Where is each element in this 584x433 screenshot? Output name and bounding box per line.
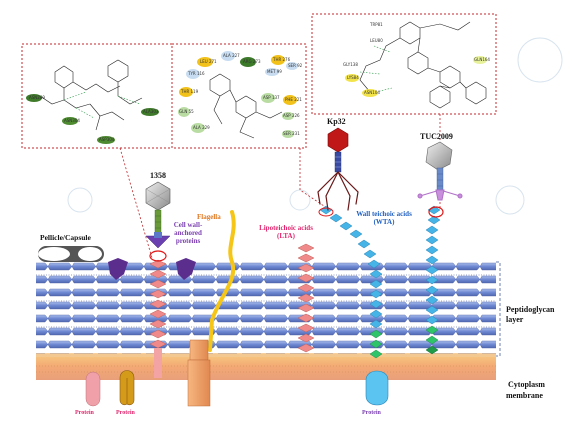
- wall-anchored-protein-shape: [108, 258, 196, 280]
- cytoplasm-membrane-label: Cytoplasm membrane: [506, 380, 545, 400]
- protein-label: Protein: [75, 410, 95, 416]
- membrane-protein-3: [365, 370, 389, 406]
- flagella-label: Flagella: [197, 213, 221, 221]
- svg-text:(WTA): (WTA): [374, 218, 396, 226]
- svg-text:membrane: membrane: [506, 391, 543, 400]
- svg-text:Cell wall-: Cell wall-: [174, 221, 203, 229]
- cell-wall-proteins-label: Cell wall- anchored proteins: [174, 221, 203, 245]
- wta-chain-right: [425, 205, 441, 355]
- residue-label: ALA 229: [193, 125, 210, 130]
- residue-label: ARG 273: [243, 59, 261, 64]
- residue-label: TYR 116: [187, 71, 205, 76]
- svg-text:(LTA): (LTA): [277, 232, 296, 240]
- residue-label: ALA 227: [223, 53, 240, 58]
- peptidoglycan-bracket: [496, 261, 501, 357]
- phage-1358: [145, 181, 171, 262]
- wta-label: Wall teichoic acids (WTA): [356, 210, 412, 226]
- inset-left-residues: ASN289 ASN304 ALA303 ASP304: [26, 94, 159, 144]
- cytoplasm-membrane: [36, 353, 496, 380]
- residue-label: TRP81: [369, 22, 383, 27]
- residue-label: ASP304: [99, 137, 115, 142]
- residue-label: LEU 271: [200, 59, 217, 64]
- svg-text:proteins: proteins: [176, 237, 201, 245]
- phage-tuc2009: [417, 141, 463, 218]
- svg-text:Wall teichoic acids: Wall teichoic acids: [356, 210, 412, 218]
- residue-label: ASN289: [29, 95, 45, 100]
- pellicle-capsule: [38, 246, 104, 262]
- peptidoglycan-layer: [36, 262, 496, 354]
- residue-label: ALA303: [143, 109, 159, 114]
- inset-left: ASN289 ASN304 ALA303 ASP304: [21, 43, 173, 149]
- inset-middle: LEU 271 ALA 227 ARG 273 THR 276 TYR 116 …: [171, 43, 307, 149]
- lta-chain-middle: [297, 243, 315, 353]
- svg-text:Peptidoglycan: Peptidoglycan: [506, 305, 555, 314]
- residue-label: GLN164: [474, 57, 490, 62]
- membrane-protein-1: [85, 371, 101, 407]
- residue-label: ASP 137: [263, 95, 280, 100]
- peptidoglycan-label: Peptidoglycan layer: [506, 305, 555, 324]
- svg-text:Lipoteichoic acids: Lipoteichoic acids: [259, 224, 313, 232]
- svg-text:layer: layer: [506, 315, 524, 324]
- phage-1358-label: 1358: [150, 171, 166, 180]
- residue-label: GLN 55: [179, 109, 194, 114]
- phage-kp32-label: Kp32: [327, 117, 346, 126]
- residue-label: ASN304: [64, 118, 80, 123]
- residue-label: THR 119: [180, 89, 199, 94]
- phage-kp32: [317, 127, 359, 217]
- residue-label: LYS84: [347, 75, 359, 80]
- pellicle-capsule-label: Pellicle/Capsule: [40, 233, 91, 242]
- lta-chain-left: [149, 259, 167, 378]
- residue-label: ASP 226: [283, 113, 300, 118]
- flagella: [187, 210, 236, 407]
- lta-label: Lipoteichoic acids (LTA): [259, 224, 313, 240]
- inset-right-residues: TRP81 LEU80 GLY138 LYS84 ASN104 GLN164: [343, 22, 490, 97]
- svg-text:anchored: anchored: [174, 229, 202, 237]
- membrane-protein-2: [119, 370, 135, 406]
- inset-right: TRP81 LEU80 GLY138 LYS84 ASN104 GLN164: [311, 13, 497, 115]
- phage-tuc2009-label: TUC2009: [420, 132, 453, 141]
- svg-text:Cytoplasm: Cytoplasm: [508, 380, 545, 389]
- residue-label: PHE 221: [285, 97, 302, 102]
- inset-mid-residues: LEU 271 ALA 227 ARG 273 THR 276 TYR 116 …: [178, 51, 303, 138]
- residue-label: THR 276: [272, 57, 291, 62]
- protein-label: Protein: [116, 410, 136, 416]
- residue-label: LEU80: [370, 38, 383, 43]
- residue-label: ASN104: [364, 90, 380, 95]
- residue-label: SER 231: [283, 131, 300, 136]
- protein-label: Protein: [362, 410, 382, 416]
- residue-label: MET 99: [267, 69, 282, 74]
- residue-label: GLY138: [343, 62, 358, 67]
- residue-label: SER 92: [288, 63, 303, 68]
